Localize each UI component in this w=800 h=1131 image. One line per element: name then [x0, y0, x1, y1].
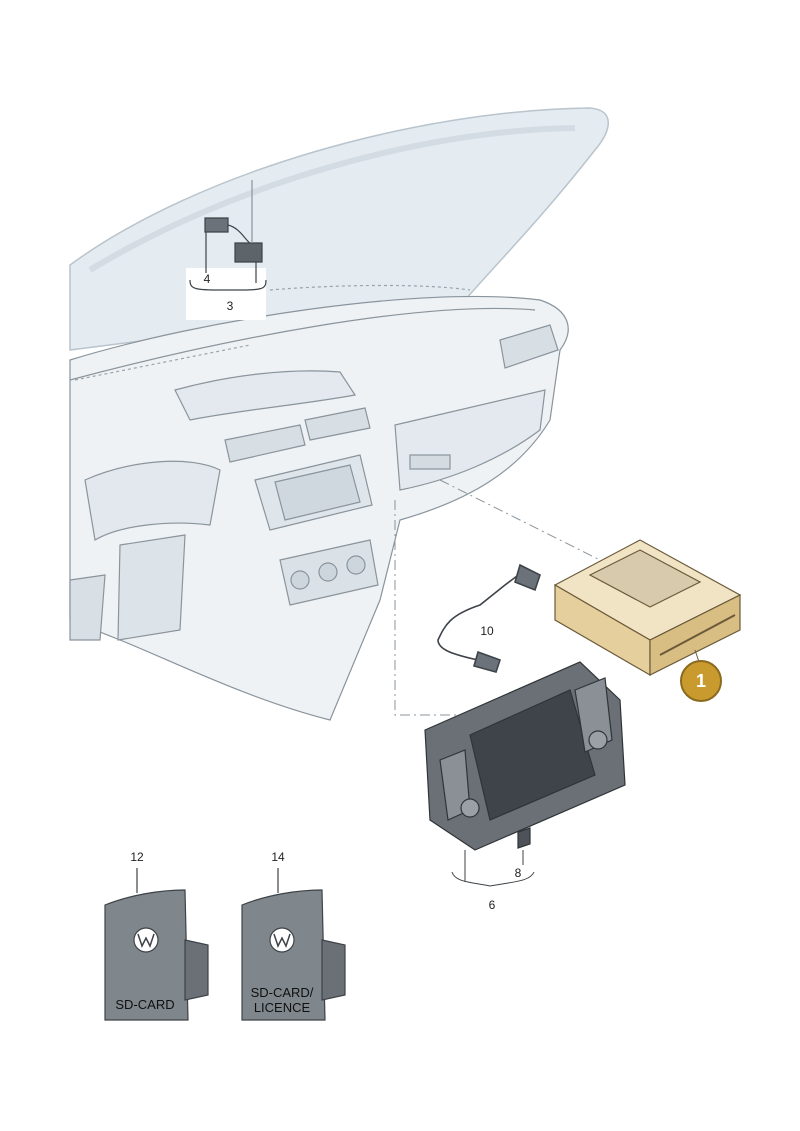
- sd-card-14: [241, 868, 346, 1021]
- callout-1-badge: 1: [680, 660, 722, 702]
- sd-card-label: SD-CARD: [115, 997, 175, 1012]
- sd-card-12: [104, 868, 209, 1021]
- part-1-control-unit: [553, 539, 742, 677]
- callout-4: 4: [203, 272, 211, 286]
- callout-14: 14: [271, 850, 285, 864]
- callout-12: 12: [130, 850, 144, 864]
- callout-8: 8: [514, 866, 522, 880]
- sd-card-licence-label: SD-CARD/ LICENCE: [250, 985, 314, 1015]
- callout-10: 10: [480, 624, 494, 638]
- leader-lines: [394, 479, 601, 716]
- callout-6: 6: [488, 898, 496, 912]
- dashboard: [69, 284, 569, 721]
- part-10-cable: [437, 563, 541, 673]
- part-4-connectors: [186, 180, 267, 320]
- part-6-display-unit: [424, 661, 626, 851]
- callout-3: 3: [226, 299, 234, 313]
- bracket-6: [451, 850, 535, 887]
